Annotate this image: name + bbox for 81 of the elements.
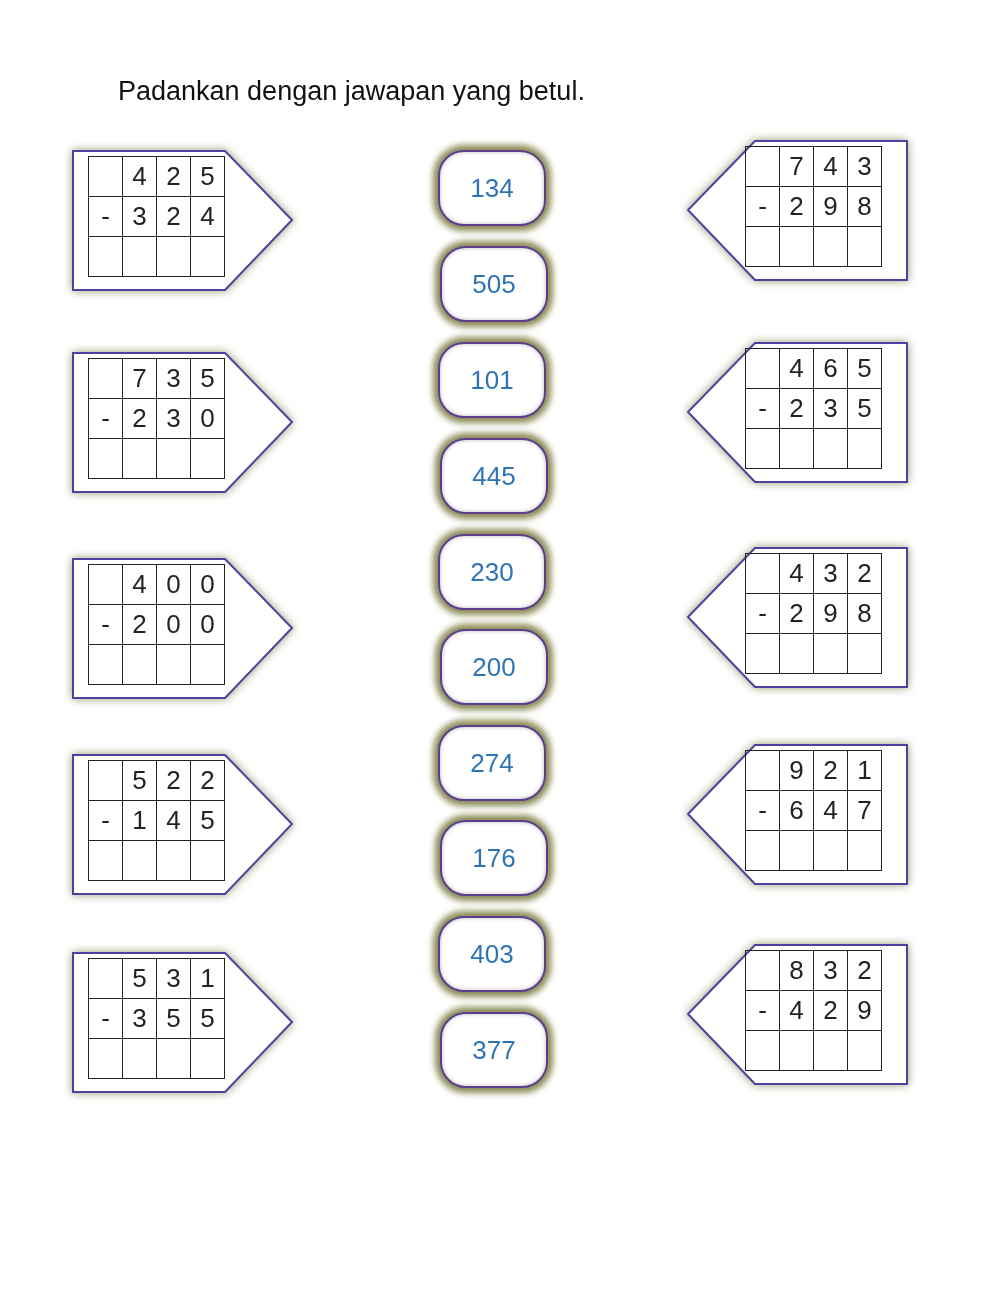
grid-cell: 3 — [122, 196, 157, 237]
grid-cell: 8 — [847, 186, 882, 227]
grid-cell: 9 — [779, 750, 814, 791]
grid-cell: 4 — [156, 800, 191, 841]
grid-cell: 3 — [156, 358, 191, 399]
grid-cell: - — [745, 388, 780, 429]
answer-card: 176 — [440, 820, 548, 896]
grid-cell: 2 — [779, 593, 814, 634]
answer-card: 230 — [438, 534, 546, 610]
grid-cell: 8 — [779, 950, 814, 991]
grid-cell: 0 — [190, 398, 225, 439]
grid-cell: 4 — [813, 146, 848, 187]
grid-cell: 5 — [847, 348, 882, 389]
grid-cell: - — [88, 800, 123, 841]
answer-card: 274 — [438, 725, 546, 801]
grid-cell: 3 — [122, 998, 157, 1039]
grid-cell: 0 — [190, 604, 225, 645]
grid-cell: 5 — [156, 998, 191, 1039]
grid-cell: 5 — [847, 388, 882, 429]
grid-cell: 1 — [847, 750, 882, 791]
grid-cell: 3 — [156, 958, 191, 999]
answer-card: 403 — [438, 916, 546, 992]
grid-cell: 5 — [190, 998, 225, 1039]
grid-cell: 4 — [779, 990, 814, 1031]
grid-cell: 2 — [122, 604, 157, 645]
grid-cell: 4 — [779, 348, 814, 389]
grid-cell: - — [745, 790, 780, 831]
grid-cell: 2 — [156, 196, 191, 237]
grid-cell: 4 — [122, 156, 157, 197]
grid-cell: 4 — [813, 790, 848, 831]
grid-cell: - — [745, 186, 780, 227]
answer-card: 101 — [438, 342, 546, 418]
grid-cell: 4 — [122, 564, 157, 605]
grid-cell: 9 — [847, 990, 882, 1031]
grid-cell: 1 — [122, 800, 157, 841]
answer-card: 445 — [440, 438, 548, 514]
answer-card: 134 — [438, 150, 546, 226]
grid-cell: 7 — [779, 146, 814, 187]
grid-cell: 2 — [847, 950, 882, 991]
grid-cell: 9 — [813, 593, 848, 634]
grid-cell: 7 — [847, 790, 882, 831]
grid-cell: 0 — [156, 564, 191, 605]
grid-cell: - — [88, 998, 123, 1039]
grid-cell: 0 — [190, 564, 225, 605]
answer-card: 505 — [440, 246, 548, 322]
instruction-text: Padankan dengan jawapan yang betul. — [118, 76, 585, 107]
grid-cell: - — [88, 604, 123, 645]
grid-cell: 6 — [813, 348, 848, 389]
grid-cell: 2 — [779, 388, 814, 429]
grid-cell: 5 — [190, 358, 225, 399]
grid-cell: 4 — [190, 196, 225, 237]
grid-cell: 3 — [813, 388, 848, 429]
grid-cell: 5 — [190, 156, 225, 197]
grid-cell: 3 — [813, 950, 848, 991]
grid-cell: 2 — [813, 750, 848, 791]
grid-cell: 5 — [122, 760, 157, 801]
grid-cell: - — [88, 196, 123, 237]
grid-cell: - — [745, 593, 780, 634]
grid-cell: 2 — [122, 398, 157, 439]
grid-cell: 3 — [847, 146, 882, 187]
grid-cell: - — [745, 990, 780, 1031]
grid-cell: 1 — [190, 958, 225, 999]
grid-cell: 6 — [779, 790, 814, 831]
grid-cell: 2 — [190, 760, 225, 801]
grid-cell: 3 — [813, 553, 848, 594]
grid-cell: 3 — [156, 398, 191, 439]
grid-cell: 9 — [813, 186, 848, 227]
answer-card: 200 — [440, 629, 548, 705]
grid-cell: 2 — [156, 760, 191, 801]
grid-cell: 0 — [156, 604, 191, 645]
grid-cell: 2 — [779, 186, 814, 227]
grid-cell: - — [88, 398, 123, 439]
grid-cell: 4 — [779, 553, 814, 594]
grid-cell: 2 — [156, 156, 191, 197]
grid-cell: 5 — [122, 958, 157, 999]
answer-card: 377 — [440, 1012, 548, 1088]
grid-cell: 5 — [190, 800, 225, 841]
grid-cell: 2 — [847, 553, 882, 594]
grid-cell: 7 — [122, 358, 157, 399]
grid-cell: 8 — [847, 593, 882, 634]
grid-cell: 2 — [813, 990, 848, 1031]
